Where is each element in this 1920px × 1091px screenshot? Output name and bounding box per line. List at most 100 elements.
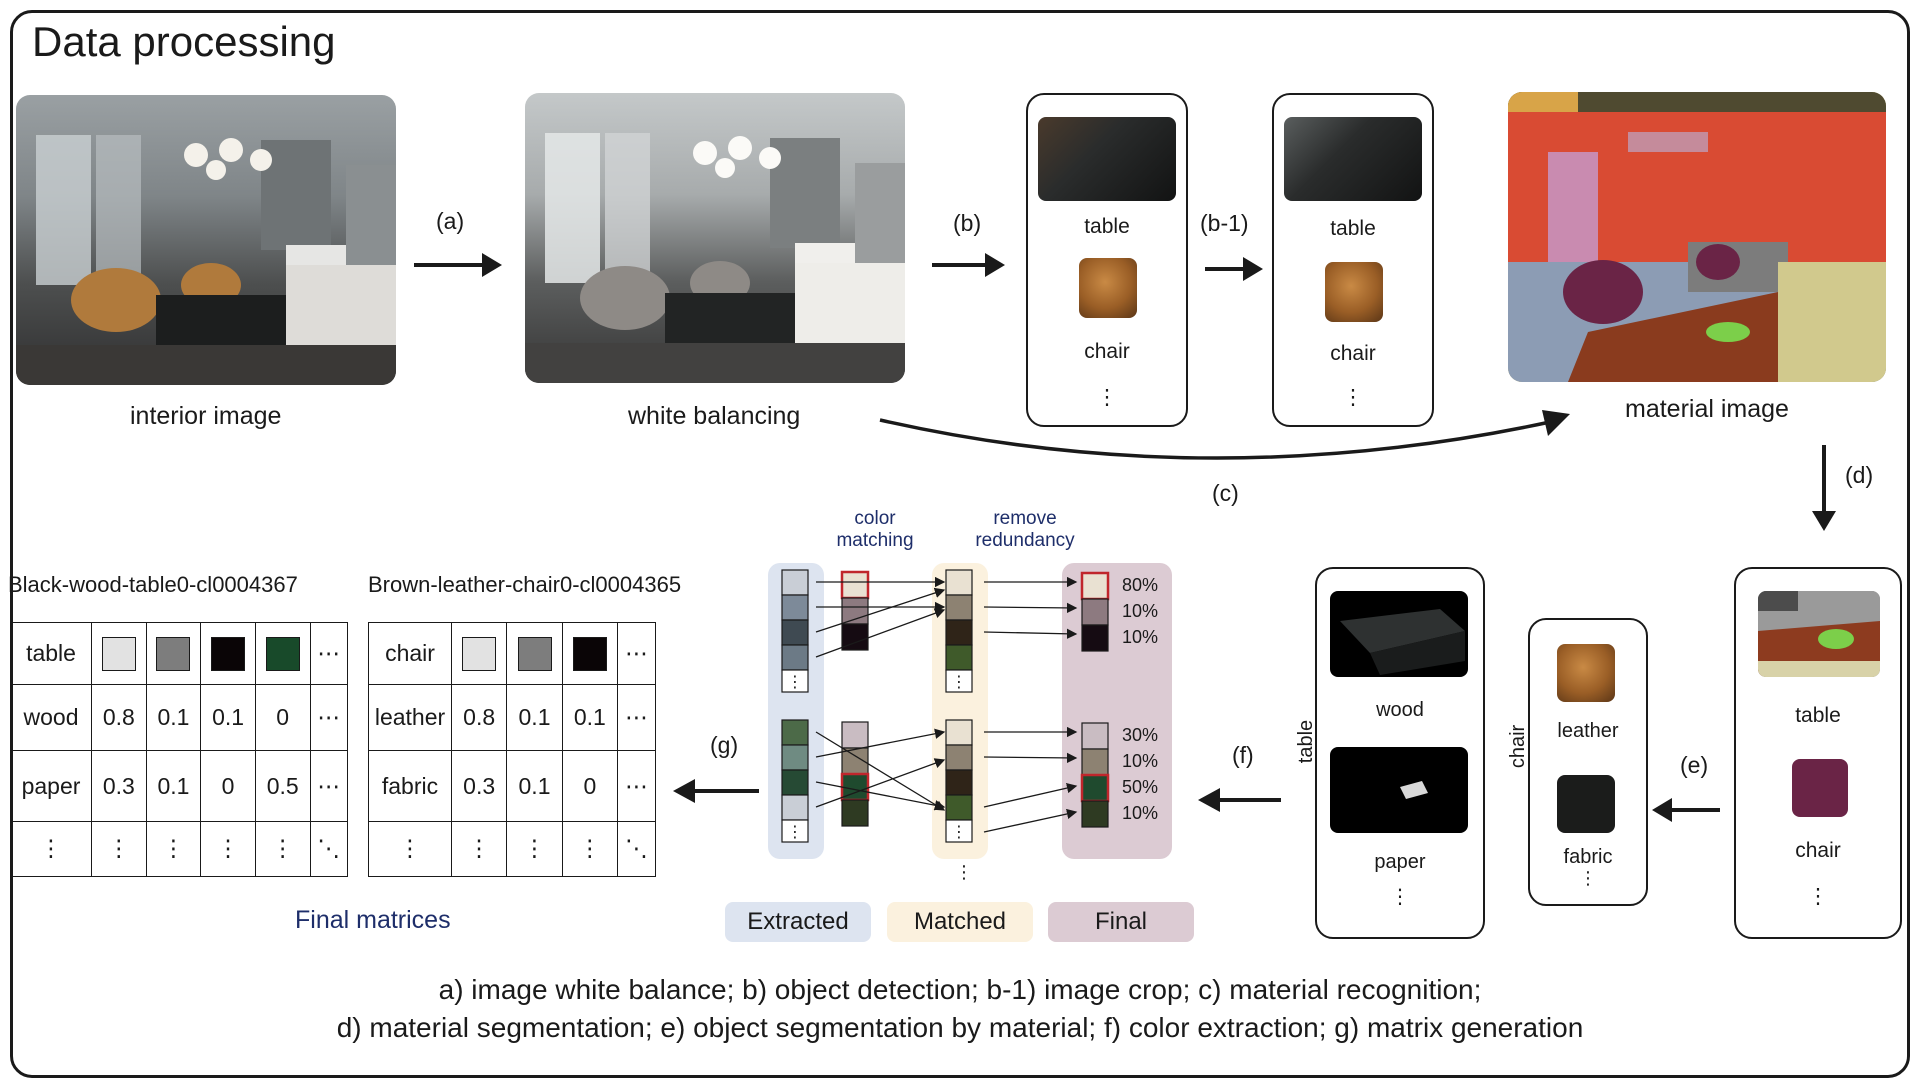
matrix-color-swatch-cell [91, 621, 147, 686]
matrix-value: ⋯ [617, 750, 656, 822]
chair-cropped-thumbnail [1325, 262, 1383, 322]
matrix-value: 0.1 [506, 684, 563, 752]
matrix-value: 0.8 [91, 684, 147, 752]
step-e-label: (e) [1680, 752, 1709, 778]
matrix-color-swatch-cell [450, 621, 508, 686]
chair-item-leather: leather [1557, 720, 1619, 742]
matrix-value: 0 [200, 750, 256, 822]
matrix-row-label: ⋮ [368, 820, 452, 878]
chair-matrix-caption: Brown-leather-chair0-cl0004365 [368, 572, 682, 597]
matrix-value: 0 [561, 750, 619, 822]
white-balanced-image [525, 93, 905, 383]
matched-swatch [945, 719, 973, 746]
matrix-value: ⋱ [617, 820, 656, 878]
matrix-row-label: ⋮ [10, 820, 92, 878]
matrix-value: 0.8 [450, 684, 508, 752]
extracted-swatch [781, 769, 809, 796]
final-bottom-percent-2: 10% [1122, 751, 1159, 771]
chair-item-more: ⋮ [1579, 868, 1597, 888]
matrix-value: ⋮ [145, 820, 202, 878]
matrix-value: ⋯ [309, 750, 348, 822]
wood-segment-thumbnail [1330, 591, 1468, 677]
paper-segment-thumbnail [1330, 747, 1468, 833]
extracted-swatch [781, 619, 809, 646]
arrow-g [673, 779, 759, 803]
final-top-percent-2: 10% [1122, 601, 1159, 621]
matched-more-dots: ⋮ [955, 862, 973, 882]
color-swatch [462, 636, 497, 671]
table-crop-thumbnail [1038, 117, 1176, 201]
crop-item-table: table [1330, 217, 1376, 240]
final-swatch-7 [1081, 800, 1109, 828]
caption-line-1: a) image white balance; b) object detect… [438, 974, 1482, 1005]
wood-segment-illustration [1340, 609, 1465, 675]
final-bottom-percent-4: 10% [1122, 803, 1159, 823]
step-b-label: (b) [953, 210, 982, 236]
white-balanced-scene-illustration [525, 133, 905, 383]
interior-image-label: interior image [130, 402, 282, 430]
matrix-row-label: leather [368, 684, 452, 752]
extracted-swatch [781, 644, 809, 671]
figure-frame [10, 10, 1910, 1078]
arrow-a [414, 253, 502, 277]
table-material-illustration [1758, 591, 1880, 677]
matrix-value: 0.1 [145, 750, 202, 822]
detection-item-chair: chair [1084, 340, 1130, 363]
white-balancing-label: white balancing [628, 402, 801, 430]
table-material-box: wood paper ⋮ [1315, 567, 1485, 939]
final-swatch [841, 721, 869, 749]
table-material-thumbnail [1758, 591, 1880, 677]
arrow-f [1198, 788, 1281, 812]
matching-arrows [815, 576, 1078, 833]
interior-image [16, 95, 396, 385]
extracted-pill: Extracted [725, 902, 871, 942]
final-swatch [841, 799, 869, 827]
matrix-value: ⋯ [309, 684, 348, 752]
extracted-swatch [781, 569, 809, 596]
matrix-value: 0.1 [506, 750, 563, 822]
matrix-value: 0.1 [200, 684, 256, 752]
svg-text:⋮: ⋮ [951, 822, 967, 841]
matrix-value: 0 [254, 684, 311, 752]
chair-material-matrix: chair ⋯ leather 0.8 0.1 0.1 ⋯ fabric 0.3… [368, 621, 656, 878]
final-pill: Final [1048, 902, 1194, 942]
chair-material-box: leather fabric ⋮ [1528, 618, 1648, 906]
matched-pill: Matched [887, 902, 1033, 942]
final-swatch-6 [1080, 773, 1110, 803]
final-swatch-5 [1081, 748, 1109, 776]
matrix-color-swatch-cell [254, 621, 311, 686]
matrix-color-swatch-cell [561, 621, 619, 686]
matrix-color-swatch-cell [506, 621, 563, 686]
extracted-swatch [781, 719, 809, 746]
arrow-b1 [1205, 257, 1263, 281]
matrix-color-swatch-cell [145, 621, 202, 686]
arrow-b [932, 253, 1005, 277]
material-segmentation-box: table chair ⋮ [1734, 567, 1902, 939]
final-bottom-percent-3: 50% [1122, 777, 1159, 797]
matched-more-cell [945, 819, 973, 843]
matrix-header-object: chair [368, 621, 452, 686]
chair-item-fabric: fabric [1563, 846, 1613, 868]
matrix-row-label: wood [10, 684, 92, 752]
final-matrices-label: Final matrices [295, 906, 451, 934]
segmentation-item-more: ⋮ [1807, 885, 1829, 908]
matrix-value: ⋮ [506, 820, 563, 878]
figure-title: Data processing [32, 18, 336, 65]
final-swatch-3 [1081, 624, 1109, 652]
final-swatches [1080, 571, 1110, 828]
extracted-more-cell [781, 819, 809, 843]
detection-item-table: table [1084, 215, 1130, 238]
material-map-illustration [1508, 92, 1886, 382]
object-detection-box: table chair ⋮ [1026, 93, 1188, 427]
matched-more-cell [945, 669, 973, 693]
step-a-label: (a) [436, 208, 465, 234]
caption-line-2: d) material segmentation; e) object segm… [336, 1012, 1584, 1043]
matrix-value: 0.3 [91, 750, 147, 822]
material-image-label: material image [1625, 395, 1789, 423]
chair-crop-thumbnail [1079, 258, 1137, 318]
table-material-matrix: table ⋯ wood 0.8 0.1 0.1 0 ⋯ paper 0.3 0… [10, 621, 348, 878]
matrix-value: ⋯ [617, 684, 656, 752]
final-swatch [840, 570, 870, 600]
matrix-value: ⋮ [254, 820, 311, 878]
matrix-value: ⋮ [91, 820, 147, 878]
